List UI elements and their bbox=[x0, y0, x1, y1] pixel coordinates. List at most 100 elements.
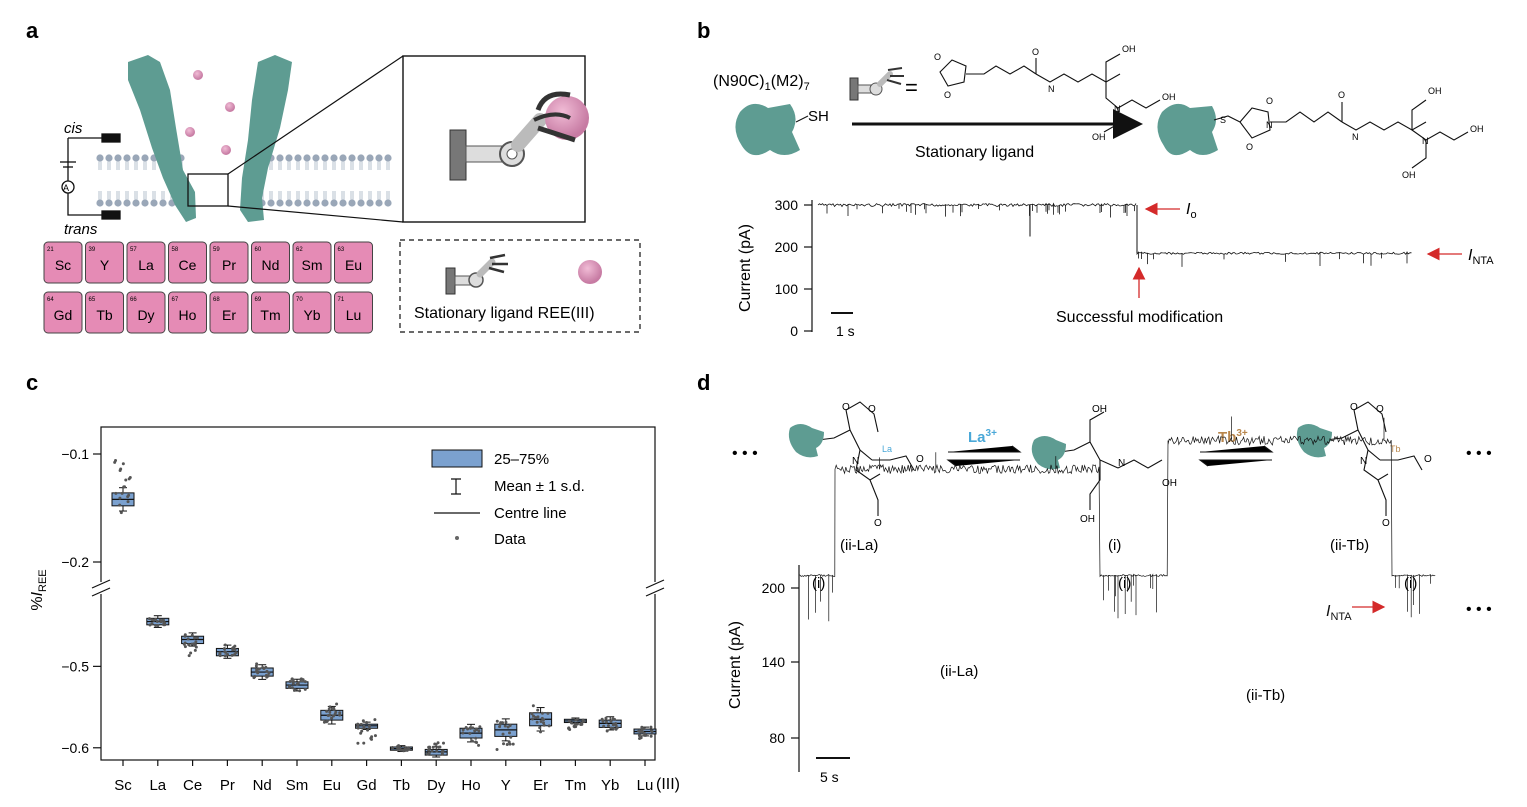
trace-d-ticks: 200 140 80 bbox=[762, 580, 786, 746]
trace-b-ylabel: Current (pA) bbox=[737, 224, 754, 312]
svg-text:OH: OH bbox=[1402, 170, 1416, 180]
svg-text:Er: Er bbox=[222, 307, 236, 323]
box-tm bbox=[563, 717, 587, 731]
svg-text:N: N bbox=[1352, 132, 1359, 142]
svg-text:O: O bbox=[944, 90, 951, 100]
ellipsis-trace: • • • bbox=[1466, 601, 1492, 618]
complex-structures bbox=[817, 401, 1423, 516]
svg-text:N: N bbox=[1360, 456, 1367, 467]
trace-b bbox=[817, 202, 1412, 267]
trace-label-i-1: (i) bbox=[812, 575, 825, 592]
trace-label-ii-tb: (ii-Tb) bbox=[1246, 687, 1285, 704]
box-yb bbox=[598, 716, 622, 733]
box-tb bbox=[389, 744, 413, 753]
trace-label-i-2: (i) bbox=[1118, 575, 1131, 592]
svg-text:OH: OH bbox=[1080, 514, 1095, 525]
svg-text:Tm: Tm bbox=[260, 307, 280, 323]
svg-text:58: 58 bbox=[172, 247, 179, 253]
svg-text:N: N bbox=[1266, 120, 1273, 130]
panel-label-b: b bbox=[697, 18, 710, 43]
equilibrium-arrows bbox=[946, 445, 1274, 467]
svg-text:O: O bbox=[1266, 96, 1273, 106]
c-ytick: −0.5 bbox=[61, 658, 89, 674]
box-y bbox=[494, 718, 518, 752]
construct-label: (N90C)1(M2)7 bbox=[713, 73, 810, 93]
state-label-i: (i) bbox=[1108, 537, 1121, 554]
nanopore-left bbox=[128, 55, 196, 222]
svg-text:59: 59 bbox=[213, 247, 220, 253]
c-ytick: −0.1 bbox=[61, 446, 89, 462]
c-xtick-tm: Tm bbox=[565, 777, 587, 794]
ligand-atoms: O O O N OH N OH OH bbox=[934, 44, 1176, 142]
c-xtick-pr: Pr bbox=[220, 777, 235, 794]
svg-text:O: O bbox=[916, 454, 924, 465]
box-dy bbox=[424, 741, 448, 758]
equals-sign: = bbox=[905, 75, 918, 100]
io-label: Io bbox=[1186, 201, 1197, 221]
box-sc bbox=[111, 458, 135, 515]
legend-claw-icon bbox=[445, 253, 508, 295]
legend-item-mean: Mean ± 1 s.d. bbox=[494, 478, 585, 495]
box-lu bbox=[633, 725, 657, 741]
svg-text:Eu: Eu bbox=[345, 257, 362, 273]
la-ion-label: La3+ bbox=[968, 428, 997, 446]
box-nd bbox=[250, 662, 274, 680]
svg-text:68: 68 bbox=[213, 297, 220, 303]
svg-text:O: O bbox=[1424, 454, 1432, 465]
protein-blob-d1 bbox=[788, 424, 824, 458]
svg-text:O: O bbox=[1350, 402, 1358, 413]
svg-text:60: 60 bbox=[255, 247, 262, 253]
svg-text:Gd: Gd bbox=[54, 307, 73, 323]
inta-label-d: INTA bbox=[1326, 603, 1352, 623]
trans-label: trans bbox=[64, 221, 98, 238]
svg-text:Sc: Sc bbox=[55, 257, 71, 273]
trace-b-ticks: 300 200 100 0 bbox=[775, 197, 799, 339]
trace-label-ii-la: (ii-La) bbox=[940, 663, 978, 680]
svg-text:OH: OH bbox=[1162, 92, 1176, 102]
svg-text:OH: OH bbox=[1428, 86, 1442, 96]
svg-text:66: 66 bbox=[130, 297, 137, 303]
state-label-ii-la: (ii-La) bbox=[840, 537, 878, 554]
svg-text:Tb: Tb bbox=[1390, 444, 1401, 454]
svg-text:O: O bbox=[1376, 404, 1384, 415]
c-xtick-ho: Ho bbox=[461, 777, 480, 794]
box-la bbox=[146, 615, 170, 628]
legend-errorbar-swatch bbox=[451, 478, 461, 495]
svg-text:71: 71 bbox=[338, 297, 345, 303]
svg-text:N: N bbox=[1114, 104, 1121, 114]
axis-break bbox=[91, 579, 665, 597]
svg-text:67: 67 bbox=[172, 297, 179, 303]
svg-text:OH: OH bbox=[1092, 132, 1106, 142]
svg-text:64: 64 bbox=[47, 297, 54, 303]
ellipsis-left: • • • bbox=[732, 445, 758, 462]
svg-text:OH: OH bbox=[1162, 478, 1177, 489]
svg-text:140: 140 bbox=[762, 654, 786, 670]
c-xtick-tb: Tb bbox=[393, 777, 411, 794]
svg-text:O: O bbox=[1338, 90, 1345, 100]
c-xtick-er: Er bbox=[533, 777, 548, 794]
legend-item-box: 25–75% bbox=[494, 451, 549, 468]
plot-frame bbox=[100, 426, 656, 761]
svg-text:Lu: Lu bbox=[346, 307, 362, 323]
svg-text:21: 21 bbox=[47, 247, 54, 253]
ammeter-label: A bbox=[63, 183, 69, 193]
svg-text:O: O bbox=[874, 518, 882, 529]
ligand-claw-icon bbox=[849, 67, 904, 101]
trace-b-axis bbox=[804, 200, 813, 332]
protein-blob-d2 bbox=[1031, 436, 1066, 470]
svg-text:Ho: Ho bbox=[179, 307, 197, 323]
svg-text:Pr: Pr bbox=[222, 257, 236, 273]
svg-text:O: O bbox=[1246, 142, 1253, 152]
svg-text:62: 62 bbox=[296, 247, 303, 253]
claw-ligand-icon bbox=[449, 91, 589, 181]
svg-text:O: O bbox=[868, 404, 876, 415]
svg-text:N: N bbox=[1048, 84, 1055, 94]
